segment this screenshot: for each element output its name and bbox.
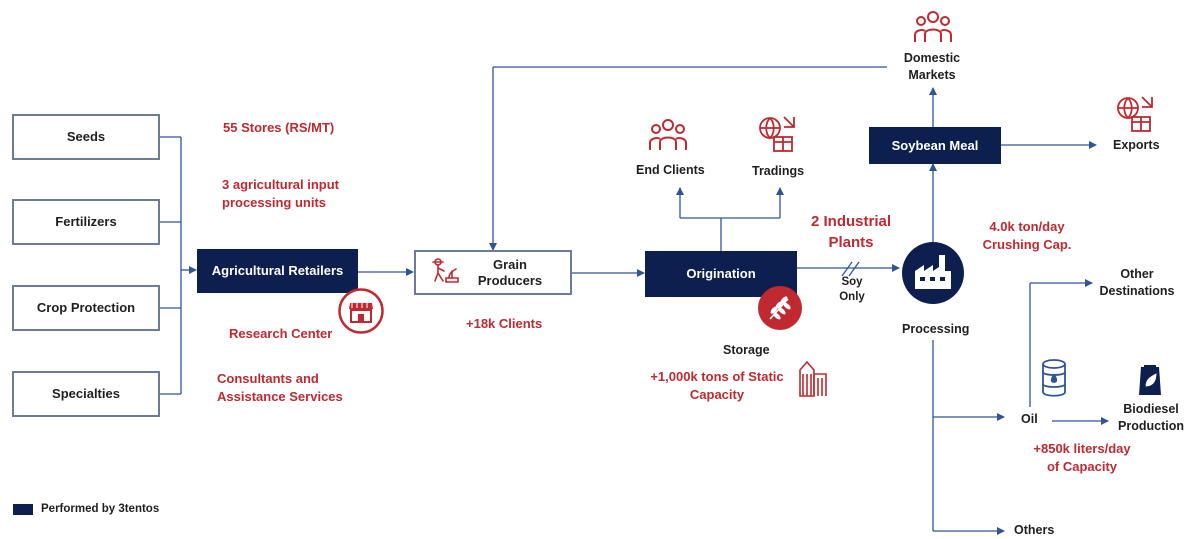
- agricultural-retailers-box: Agricultural Retailers: [197, 249, 358, 293]
- other-destinations-label: Other Destinations: [1094, 266, 1180, 300]
- stat-line: Assistance Services: [217, 389, 343, 404]
- label-line: Biodiesel: [1123, 402, 1179, 416]
- stat-line: of Capacity: [1046, 459, 1118, 474]
- input-box-crop-protection: Crop Protection: [12, 285, 160, 331]
- stores-stat: 55 Stores (RS/MT): [223, 120, 335, 135]
- input-label: Specialties: [52, 386, 120, 401]
- globe-trade-icon: [759, 116, 795, 152]
- label-line: Production: [1118, 419, 1184, 433]
- biodiesel-capacity-stat: +850k liters/day of Capacity: [1012, 440, 1152, 476]
- storage-label: Storage: [723, 343, 770, 357]
- others-label: Others: [1014, 523, 1055, 537]
- stat-line: 4.0k ton/day: [989, 219, 1065, 234]
- factory-icon: [902, 242, 964, 304]
- oil-barrel-icon: [1042, 359, 1066, 397]
- grain-label-line: Producers: [477, 272, 543, 288]
- input-box-seeds: Seeds: [12, 114, 160, 160]
- consultants-label: Consultants and Assistance Services: [217, 370, 343, 406]
- store-icon: [338, 288, 384, 334]
- stat-line: 3 agricultural input: [222, 177, 340, 192]
- grain-label-line: Grain: [493, 256, 527, 272]
- input-label: Crop Protection: [36, 300, 136, 315]
- label-line: Only: [839, 291, 865, 303]
- legend-swatch: [13, 504, 33, 515]
- agricultural-retailers-label: Agricultural Retailers: [211, 263, 344, 278]
- label-line: Domestic: [903, 51, 961, 65]
- stat-line: Plants: [828, 234, 874, 251]
- domestic-markets-label: Domestic Markets: [888, 50, 976, 84]
- silo-icon: [799, 360, 827, 397]
- oil-label: Oil: [1021, 412, 1038, 426]
- grain-clients-stat: +18k Clients: [466, 316, 543, 331]
- biodiesel-bag-icon: [1139, 365, 1161, 395]
- static-capacity-stat: +1,000k tons of Static Capacity: [637, 368, 797, 404]
- stat-line: Capacity: [689, 387, 745, 402]
- processing-label: Processing: [902, 322, 970, 336]
- label-line: Other: [1120, 267, 1154, 281]
- grain-producers-box: Grain Producers: [414, 250, 572, 295]
- group-icon: [649, 119, 687, 150]
- farmer-icon: [432, 258, 459, 283]
- wheat-icon: [758, 286, 802, 330]
- end-clients-label: End Clients: [636, 163, 705, 177]
- soy-only-label: Soy Only: [832, 275, 872, 305]
- stat-line: 2 Industrial: [810, 213, 892, 230]
- stat-line: Crushing Cap.: [982, 237, 1072, 252]
- tradings-label: Tradings: [752, 164, 805, 178]
- input-box-specialties: Specialties: [12, 371, 160, 417]
- stat-line: Consultants and: [217, 371, 319, 386]
- industrial-plants-stat: 2 Industrial Plants: [786, 211, 916, 253]
- stat-line: processing units: [222, 195, 327, 210]
- label-line: Markets: [908, 68, 956, 82]
- stat-line: +850k liters/day: [1033, 441, 1131, 456]
- input-label: Fertilizers: [55, 214, 117, 229]
- processing-units-stat: 3 agricultural input processing units: [222, 176, 339, 212]
- exports-label: Exports: [1113, 138, 1160, 152]
- crushing-capacity-stat: 4.0k ton/day Crushing Cap.: [972, 218, 1082, 254]
- label-line: Destinations: [1099, 284, 1175, 298]
- origination-label: Origination: [686, 266, 756, 281]
- legend-label: Performed by 3tentos: [41, 503, 160, 515]
- label-line: Soy: [841, 276, 863, 288]
- stat-line: +1,000k tons of Static: [650, 369, 784, 384]
- research-center-label: Research Center: [229, 326, 333, 341]
- group-icon: [914, 11, 952, 42]
- globe-trade-icon: [1117, 96, 1153, 132]
- soybean-meal-label: Soybean Meal: [891, 137, 979, 153]
- biodiesel-production-label: Biodiesel Production: [1112, 401, 1190, 435]
- soybean-meal-box: Soybean Meal: [869, 127, 1001, 164]
- input-label: Seeds: [66, 129, 106, 144]
- input-box-fertilizers: Fertilizers: [12, 199, 160, 245]
